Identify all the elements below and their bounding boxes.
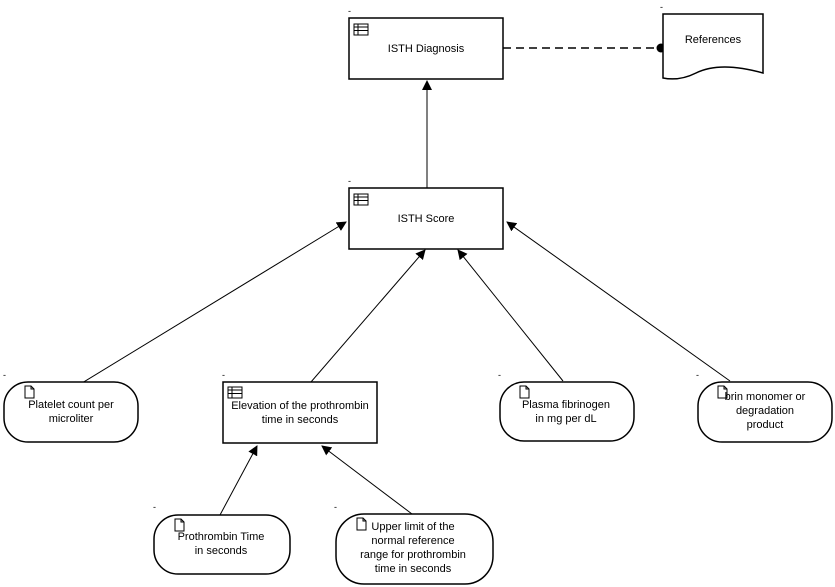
node-upper-limit[interactable]: - Upper limit of the normal reference ra… xyxy=(334,502,494,585)
node-marker: - xyxy=(498,370,501,380)
node-label-line2: in seconds xyxy=(195,545,248,557)
node-marker: - xyxy=(348,6,351,16)
node-marker: - xyxy=(334,502,337,512)
node-label-line1: brin monomer or xyxy=(725,391,806,403)
edge-upperlimit-to-elevation xyxy=(321,445,413,515)
table-icon xyxy=(353,193,369,206)
node-label-line1: Plasma fibrinogen xyxy=(522,399,610,411)
node-label-line3: product xyxy=(747,419,784,431)
document-icon xyxy=(174,518,185,532)
node-marker: - xyxy=(3,370,6,380)
node-prothrombin-time[interactable]: - Prothrombin Time in seconds xyxy=(153,502,291,575)
document-icon xyxy=(519,385,530,399)
document-icon xyxy=(717,385,728,399)
edge-pt-to-elevation xyxy=(219,445,258,516)
node-marker: - xyxy=(348,176,351,186)
edge-fibrin-to-score xyxy=(506,221,731,382)
node-elevation-pt[interactable]: - Elevation of the prothrombin time in s… xyxy=(222,370,378,444)
node-label-line4: time in seconds xyxy=(375,563,452,575)
node-label-line1: Elevation of the prothrombin xyxy=(231,400,369,412)
table-icon xyxy=(353,23,369,36)
node-marker: - xyxy=(153,502,156,512)
node-label-line2: microliter xyxy=(49,413,94,425)
node-isth-score[interactable]: - ISTH Score xyxy=(348,176,504,250)
node-label-line2: degradation xyxy=(736,405,794,417)
node-label-line3: range for prothrombin xyxy=(360,549,466,561)
document-icon xyxy=(24,385,35,399)
node-marker: - xyxy=(660,2,663,12)
node-label: ISTH Score xyxy=(398,213,455,225)
node-fibrin-monomer[interactable]: - brin monomer or degradation product xyxy=(696,370,833,443)
node-label: ISTH Diagnosis xyxy=(388,43,465,55)
table-icon xyxy=(227,386,243,399)
node-platelet-count[interactable]: - Platelet count per microliter xyxy=(3,370,139,443)
node-isth-diagnosis[interactable]: - ISTH Diagnosis xyxy=(348,6,504,80)
edge-elevation-to-score xyxy=(310,249,426,383)
node-marker: - xyxy=(222,370,225,380)
node-label-line1: Platelet count per xyxy=(28,399,114,411)
node-label-line2: normal reference xyxy=(371,535,454,547)
document-icon xyxy=(356,517,367,531)
node-label-line2: in mg per dL xyxy=(535,413,596,425)
node-marker: - xyxy=(696,370,699,380)
node-label: References xyxy=(685,34,742,46)
edge-platelet-to-score xyxy=(81,221,347,384)
node-label-line1: Prothrombin Time xyxy=(178,531,265,543)
edges xyxy=(81,43,731,516)
node-references[interactable]: - References xyxy=(660,2,764,80)
node-label-line2: time in seconds xyxy=(262,414,339,426)
edge-fibrinogen-to-score xyxy=(457,249,564,382)
node-plasma-fibrinogen[interactable]: - Plasma fibrinogen in mg per dL xyxy=(498,370,635,442)
node-label-line1: Upper limit of the xyxy=(371,521,454,533)
